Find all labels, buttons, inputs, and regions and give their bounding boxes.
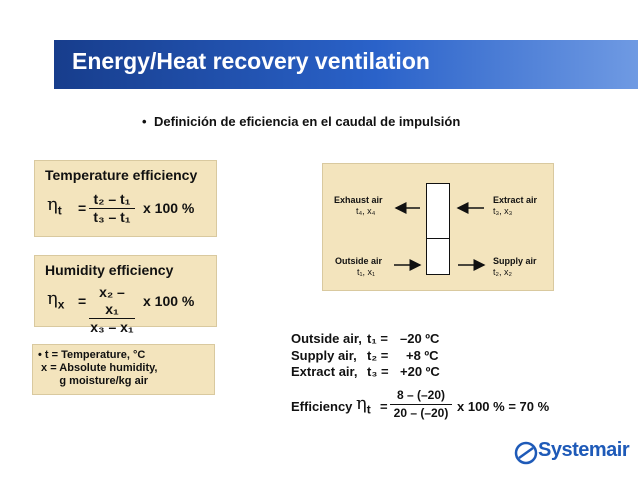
equals-sign: = — [380, 399, 388, 414]
eta-symbol: ηt — [47, 194, 62, 218]
temperature-efficiency-box: Temperature efficiency ηt = t₂ – t₁ t₃ –… — [34, 160, 217, 237]
title-bar: Energy/Heat recovery ventilation — [54, 40, 638, 89]
bullet-line: • Definición de eficiencia en el caudal d… — [142, 114, 460, 129]
humidity-efficiency-box: Humidity efficiency ηx = x₂ – x₁ x₃ – x₁… — [34, 255, 217, 335]
calc-value-outside: –20 ºC — [400, 331, 440, 346]
efficiency-fraction: 8 – (–20) 20 – (–20) — [390, 387, 452, 422]
bullet-text: Definición de eficiencia en el caudal de… — [154, 114, 461, 129]
slide-title: Energy/Heat recovery ventilation — [72, 48, 430, 74]
humidity-times: x 100 % — [143, 293, 195, 309]
legend-line-humidity: x = Absolute humidity, — [38, 362, 158, 374]
calc-row-supply: Supply air, — [291, 348, 357, 363]
equals-sign: = — [78, 200, 87, 216]
temperature-efficiency-title: Temperature efficiency — [45, 167, 198, 183]
humidity-efficiency-title: Humidity efficiency — [45, 262, 174, 278]
temperature-fraction: t₂ – t₁ t₃ – t₁ — [89, 191, 135, 226]
outside-air-label: Outside air t₁, x₁ — [335, 256, 383, 277]
eta-symbol: ηx — [47, 288, 65, 312]
calc-value-extract: +20 ºC — [400, 364, 440, 379]
humidity-denominator: x₃ – x₁ — [90, 319, 134, 335]
extract-air-label: Extract air t₃, x₃ — [493, 195, 538, 216]
legend-line-temperature: • t = Temperature, °C — [38, 349, 146, 361]
calc-var-supply: t₂ = — [367, 348, 389, 363]
brand-name: Systemair — [538, 439, 630, 461]
systemair-logo-icon — [514, 441, 538, 465]
temperature-numerator: t₂ – t₁ — [89, 191, 135, 209]
legend-line-units: g moisture/kg air — [38, 375, 149, 387]
eta-symbol: ηt — [356, 393, 371, 417]
efficiency-numerator: 8 – (–20) — [390, 387, 452, 405]
efficiency-label: Efficiency — [291, 399, 353, 414]
calc-value-supply: +8 ºC — [406, 348, 439, 363]
calc-row-extract: Extract air, — [291, 364, 358, 379]
bullet-dot: • — [142, 114, 147, 129]
calc-row-outside: Outside air, — [291, 331, 362, 346]
calc-var-extract: t₃ = — [367, 364, 389, 379]
efficiency-denominator: 20 – (–20) — [393, 406, 449, 420]
exchanger-divider — [427, 238, 449, 239]
supply-air-label: Supply air t₂, x₂ — [493, 256, 537, 277]
humidity-fraction: x₂ – x₁ x₃ – x₁ — [89, 284, 135, 336]
temperature-denominator: t₃ – t₁ — [93, 209, 131, 225]
temperature-times: x 100 % — [143, 200, 195, 216]
calc-var-outside: t₁ = — [367, 331, 388, 346]
variable-legend-box: • t = Temperature, °C x = Absolute humid… — [32, 344, 215, 395]
efficiency-result: x 100 % = 70 % — [457, 399, 550, 414]
equals-sign: = — [78, 293, 87, 309]
heat-exchanger-core — [426, 183, 450, 275]
humidity-numerator: x₂ – x₁ — [89, 284, 135, 319]
exhaust-air-label: Exhaust air t₄, x₄ — [334, 195, 383, 216]
